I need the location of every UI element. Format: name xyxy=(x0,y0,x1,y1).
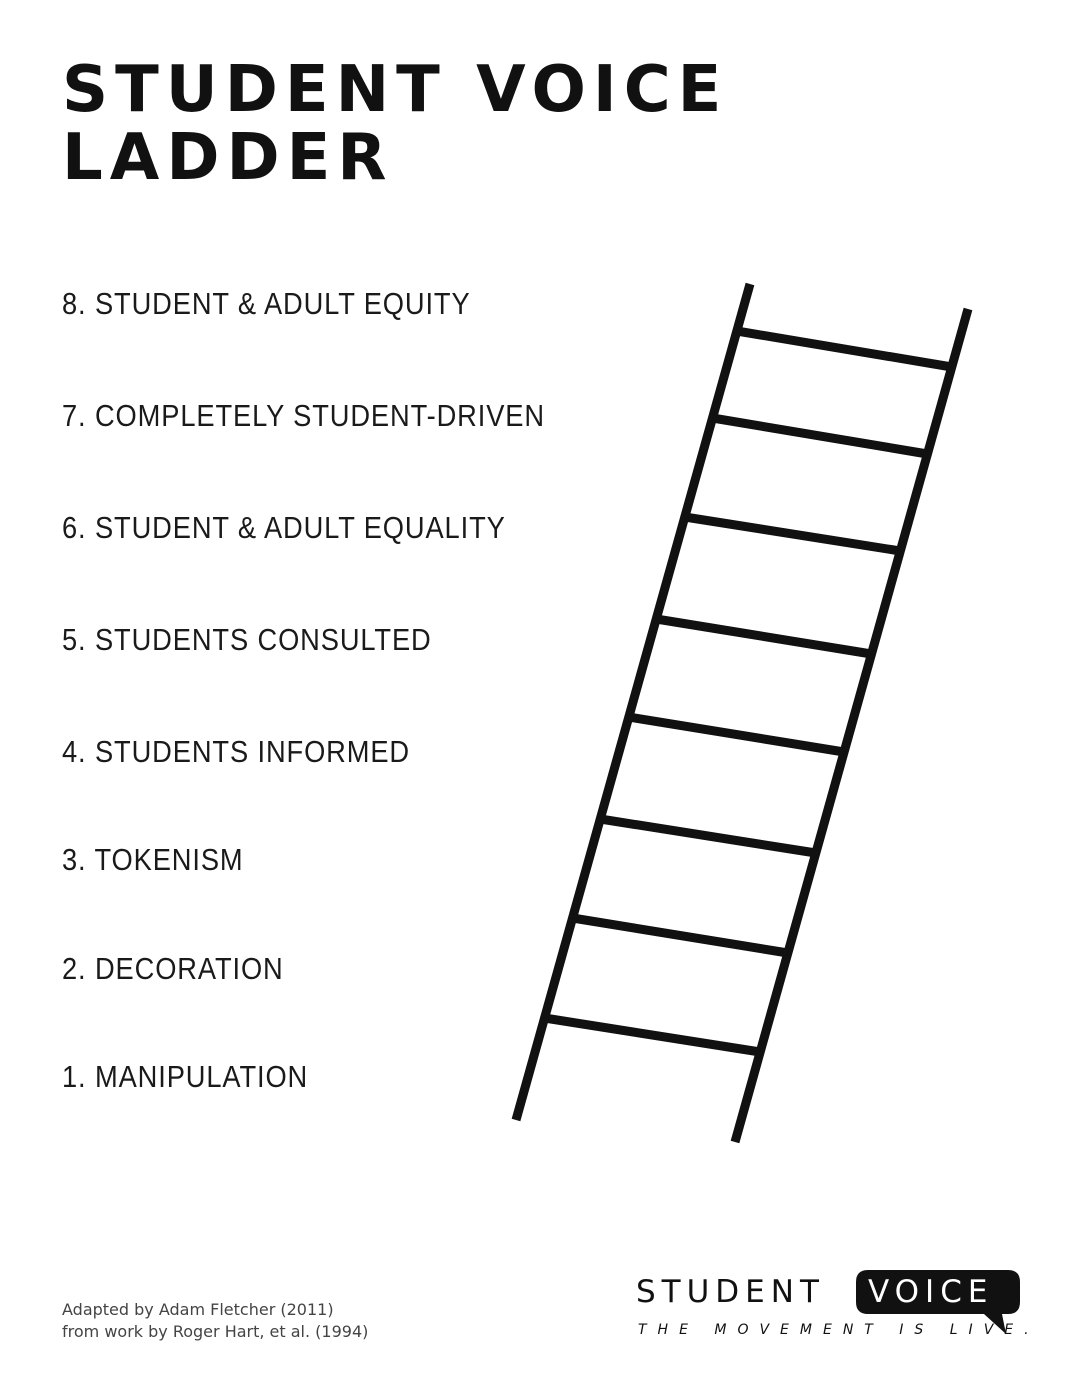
ladder-rung-6 xyxy=(684,512,902,556)
logo-word-student: STUDENT xyxy=(636,1274,825,1310)
page-title: STUDENT VOICE LADDER xyxy=(62,56,728,192)
title-line-1: STUDENT VOICE xyxy=(62,53,729,127)
level-7-label: 7. COMPLETELY STUDENT-DRIVEN xyxy=(62,398,545,433)
ladder-left-rail xyxy=(511,282,755,1122)
ladder-right-rail xyxy=(730,307,973,1144)
ladder-rung-2 xyxy=(571,913,789,958)
credit-text: Adapted by Adam Fletcher (2011) from wor… xyxy=(62,1299,368,1343)
ladder-rung-1 xyxy=(543,1013,761,1057)
level-3-label: 3. TOKENISM xyxy=(62,842,244,877)
speech-bubble-icon xyxy=(856,1270,1020,1334)
level-4-label: 4. STUDENTS INFORMED xyxy=(62,734,411,769)
level-8-label: 8. STUDENT & ADULT EQUITY xyxy=(62,286,471,321)
ladder-rung-8 xyxy=(736,326,953,372)
ladder-rung-3 xyxy=(599,814,817,858)
ladder-rung-7 xyxy=(711,413,929,459)
credit-line-1: Adapted by Adam Fletcher (2011) xyxy=(62,1300,334,1319)
ladder-rung-5 xyxy=(655,614,873,659)
logo-word-voice: VOICE xyxy=(868,1274,994,1310)
level-5-label: 5. STUDENTS CONSULTED xyxy=(62,622,432,657)
logo-tagline: THE MOVEMENT IS LIVE. xyxy=(638,1322,1040,1338)
title-line-2: LADDER xyxy=(62,121,394,195)
level-6-label: 6. STUDENT & ADULT EQUALITY xyxy=(62,510,506,545)
credit-line-2: from work by Roger Hart, et al. (1994) xyxy=(62,1322,369,1341)
level-1-label: 1. MANIPULATION xyxy=(62,1059,309,1094)
ladder-rung-4 xyxy=(628,712,845,757)
level-2-label: 2. DECORATION xyxy=(62,951,284,986)
student-voice-logo: STUDENT VOICE THE MOVEMENT IS LIVE. xyxy=(636,1268,1029,1348)
